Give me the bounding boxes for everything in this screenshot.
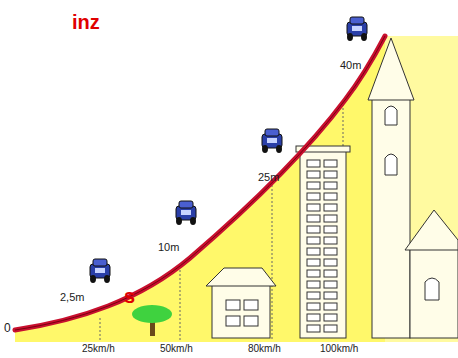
speed-label: 50km/h — [160, 344, 193, 354]
distance-label: 2,5m — [60, 292, 84, 303]
distance-label: 10m — [158, 242, 179, 253]
distance-label: 25m — [258, 172, 279, 183]
yellow-area — [15, 36, 458, 342]
distance-label: 40m — [340, 60, 361, 71]
church — [368, 38, 458, 338]
car — [347, 17, 367, 41]
heading-fragment: inz — [72, 12, 100, 32]
speed-label: 80km/h — [248, 344, 281, 354]
speed-label: 100km/h — [320, 344, 358, 354]
braking-curve-edge — [15, 36, 385, 330]
car — [90, 259, 110, 283]
axis-origin: 0 — [4, 322, 11, 334]
car — [262, 129, 282, 153]
tree — [132, 305, 172, 336]
car — [176, 201, 196, 225]
heading-fragment: s — [124, 286, 135, 306]
house — [206, 268, 276, 338]
guide-lines — [100, 100, 343, 340]
braking-curve — [15, 36, 385, 330]
speed-label: 25km/h — [82, 344, 115, 354]
tall-building — [296, 146, 350, 338]
